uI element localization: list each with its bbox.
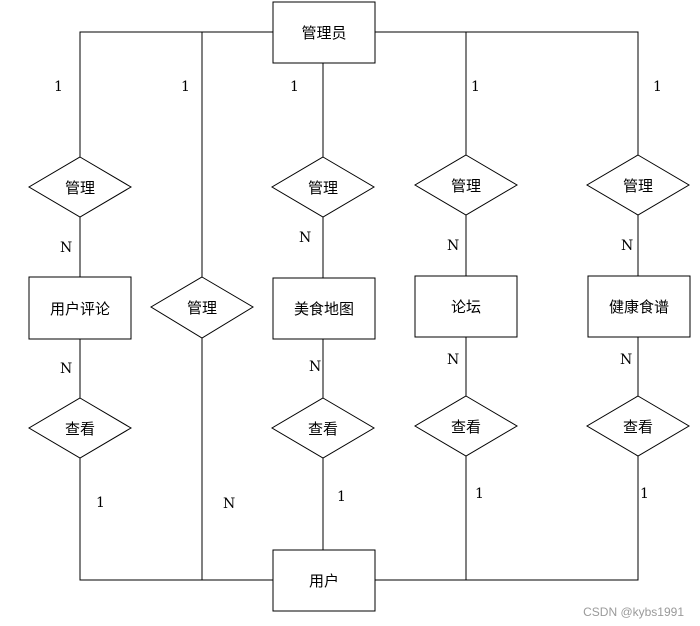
relationship-manage-forum: 管理 (414, 154, 518, 216)
relationship-view-food-map-label: 查看 (308, 420, 338, 438)
cardinality-label: N (60, 361, 72, 377)
relationship-view-forum-label: 查看 (451, 418, 481, 436)
entity-user-label: 用户 (309, 572, 339, 590)
entity-user-comments-label: 用户评论 (50, 300, 110, 318)
cardinality-label: 1 (471, 79, 480, 95)
relationship-view-food-map: 查看 (271, 397, 375, 459)
cardinality-label: N (447, 238, 459, 254)
cardinality-label: N (60, 240, 72, 256)
cardinality-label: 1 (640, 486, 649, 502)
line-view-comments-to-user (79, 458, 273, 581)
entity-healthy-recipes-label: 健康食谱 (609, 298, 669, 316)
connector-lines (79, 31, 639, 581)
relationship-manage-user-label: 管理 (187, 299, 217, 317)
line-admin-to-manage-forum (375, 31, 467, 155)
relationship-manage-user: 管理 (150, 276, 254, 339)
cardinality-label: 1 (475, 486, 484, 502)
cardinality-label: 1 (96, 495, 105, 511)
entity-user: 用户 (272, 549, 376, 612)
watermark-text: CSDN @kybs1991 (583, 605, 684, 619)
cardinality-label: N (447, 352, 459, 368)
line-view-forum-to-user (375, 456, 467, 581)
line-admin-to-manage-comments (79, 31, 273, 157)
relationship-manage-recipes-label: 管理 (623, 177, 653, 195)
cardinality-label: N (309, 359, 321, 375)
entity-admin-label: 管理员 (301, 24, 346, 42)
relationship-view-comments: 查看 (28, 397, 132, 459)
line-admin-to-manage-recipes (466, 31, 639, 155)
relationship-view-comments-label: 查看 (65, 420, 95, 438)
entity-food-map: 美食地图 (272, 277, 376, 340)
relationship-view-forum: 查看 (414, 395, 518, 457)
relationship-view-recipes: 查看 (586, 395, 690, 457)
relationship-manage-food-map: 管理 (271, 156, 375, 218)
cardinality-label: N (223, 496, 235, 512)
cardinality-label: N (620, 352, 632, 368)
line-view-recipes-to-user (466, 456, 639, 581)
relationship-manage-comments-label: 管理 (65, 179, 95, 197)
entity-forum: 论坛 (414, 275, 518, 338)
cardinality-label: N (299, 230, 311, 246)
entity-user-comments: 用户评论 (28, 276, 132, 340)
cardinality-label: 1 (337, 489, 346, 505)
cardinality-label: N (621, 238, 633, 254)
entity-food-map-label: 美食地图 (294, 300, 354, 318)
cardinality-label: 1 (290, 79, 299, 95)
relationship-manage-comments: 管理 (28, 156, 132, 218)
cardinality-labels: 1 1 1 1 1 N N N N N N N N 1 N 1 1 1 (54, 79, 662, 512)
relationship-manage-recipes: 管理 (586, 154, 690, 216)
relationship-manage-food-map-label: 管理 (308, 179, 338, 197)
relationship-view-recipes-label: 查看 (623, 418, 653, 436)
relationship-manage-forum-label: 管理 (451, 177, 481, 195)
cardinality-label: 1 (653, 79, 662, 95)
entity-healthy-recipes: 健康食谱 (587, 275, 691, 338)
entity-forum-label: 论坛 (451, 298, 481, 316)
entity-admin: 管理员 (272, 1, 376, 64)
cardinality-label: 1 (181, 79, 190, 95)
cardinality-label: 1 (54, 79, 63, 95)
